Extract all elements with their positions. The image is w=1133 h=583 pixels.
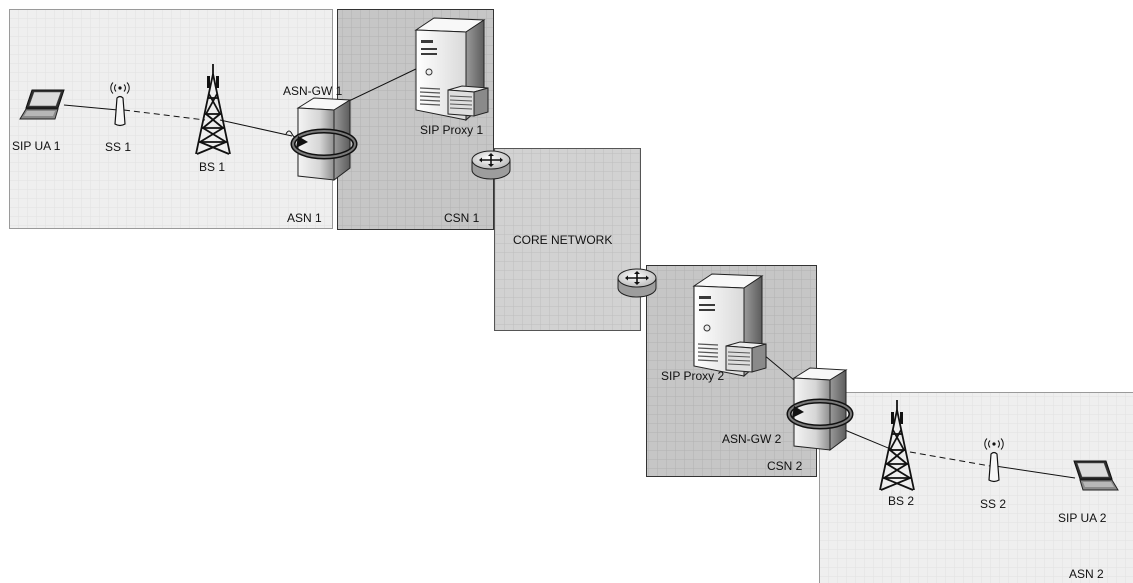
link-gw2-bs2	[839, 427, 894, 451]
region-label-csn-1: CSN 1	[444, 211, 480, 225]
region-label-core-network: CORE NETWORK	[513, 233, 612, 247]
node-label-bs-1: BS 1	[199, 160, 225, 174]
link-bs1-gw1	[219, 119, 293, 137]
core-network-region	[494, 148, 641, 331]
server-icon[interactable]	[693, 273, 767, 377]
node-label-sip-ua-1: SIP UA 1	[12, 139, 61, 153]
node-label-sip-proxy-1: SIP Proxy 1	[420, 123, 483, 137]
gateway-server-icon[interactable]	[293, 98, 355, 180]
asn1-region	[9, 9, 333, 229]
node-label-asn-gw-1: ASN-GW 1	[283, 84, 343, 98]
server-icon[interactable]	[415, 17, 489, 121]
wireless-link-bs2-ss2	[909, 451, 991, 467]
region-label-asn-1: ASN 1	[287, 211, 322, 225]
node-label-ss-1: SS 1	[105, 140, 131, 154]
region-label-csn-2: CSN 2	[767, 459, 803, 473]
node-label-sip-proxy-2: SIP Proxy 2	[661, 369, 724, 383]
wireless-link-ss1-bs1	[123, 109, 206, 121]
node-label-asn-gw-2: ASN-GW 2	[722, 432, 782, 446]
link-ss2-ua2	[994, 465, 1076, 479]
node-label-ss-2: SS 2	[980, 497, 1006, 511]
link-ua1-ss1	[63, 104, 119, 111]
gateway-server-icon[interactable]	[789, 368, 851, 450]
asn2-region	[819, 392, 1133, 583]
router-icon[interactable]	[471, 150, 511, 180]
router-icon[interactable]	[617, 268, 657, 298]
region-label-asn-2: ASN 2	[1069, 567, 1104, 581]
node-label-sip-ua-2: SIP UA 2	[1058, 511, 1107, 525]
node-label-bs-2: BS 2	[888, 494, 914, 508]
